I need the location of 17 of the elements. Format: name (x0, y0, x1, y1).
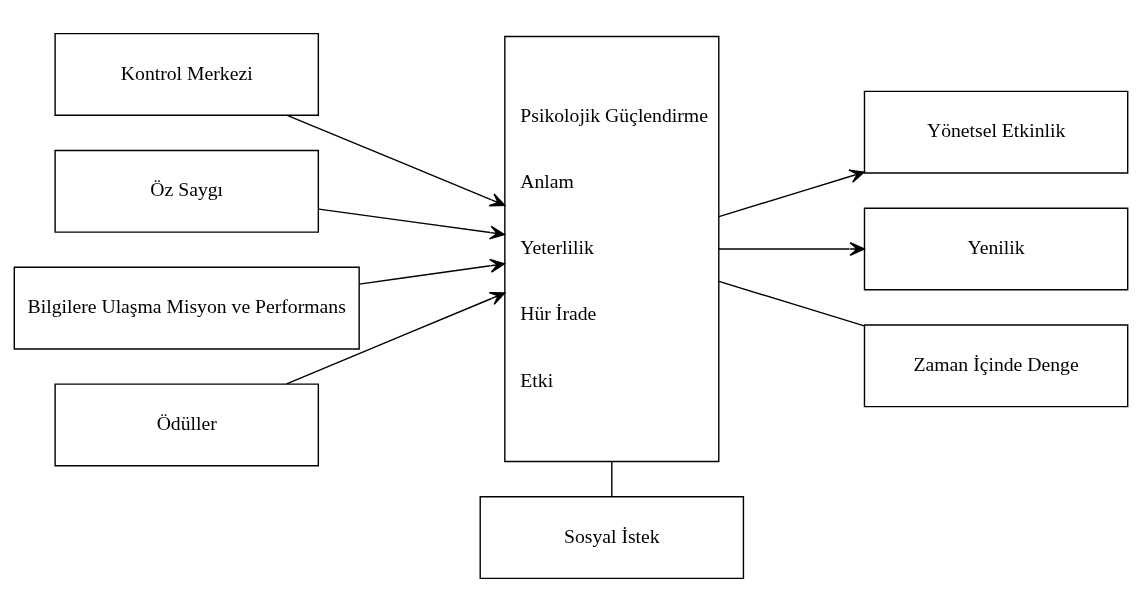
connector (718, 280, 865, 327)
node-box: Ödüller (54, 383, 320, 467)
node-box: Bilgilere Ulaşma Misyon ve Performans (13, 266, 360, 350)
node-box: Yenilik (863, 207, 1129, 291)
node-box: Psikolojik Güçlendirme Anlam Yeterlilik Hür İrade Etki (504, 35, 720, 463)
node-box: Sosyal İstek (479, 496, 745, 580)
connector (611, 460, 613, 498)
node-box: Zaman İçinde Denge (863, 324, 1129, 408)
arrow (318, 208, 506, 240)
node-box: Öz Saygı (54, 149, 320, 233)
arrow (286, 114, 506, 207)
arrow (718, 169, 865, 218)
arrow (285, 291, 506, 385)
arrow (358, 258, 506, 285)
node-box: Yönetsel Etkinlik (863, 90, 1129, 174)
node-box: Kontrol Merkezi (54, 32, 320, 116)
arrow (718, 241, 865, 257)
